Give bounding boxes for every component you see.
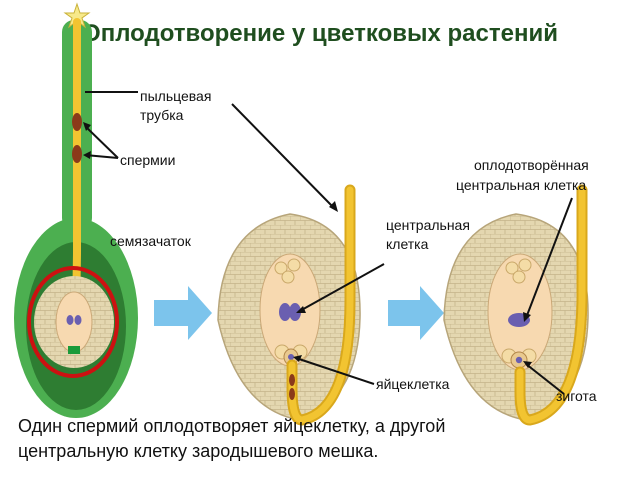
pointer-lines [84, 91, 573, 395]
pointer-arrowheads [83, 122, 532, 368]
sperm-lower [72, 145, 82, 163]
label-fertilized-central-2: центральная клетка [456, 177, 586, 193]
label-zygote: зигота [556, 388, 597, 404]
caption-line-1: Один спермий оплодотворяет яйцеклетку, а… [18, 416, 446, 436]
caption-line-2: центральную клетку зародышевого мешка. [18, 441, 379, 461]
sperm-upper [72, 113, 82, 131]
ovule-highlight-ring [27, 266, 119, 378]
label-ovule: семязачаток [110, 233, 192, 249]
label-fertilized-central-1: оплодотворённая [474, 157, 589, 173]
ovule-right [443, 184, 589, 426]
caption: Один спермий оплодотворяет яйцеклетку, а… [18, 414, 618, 464]
central-cell-nucleus-a [279, 303, 291, 321]
ovule-middle [217, 184, 361, 426]
right-arrow-icon [388, 286, 444, 340]
label-central-cell-2: клетка [386, 236, 429, 252]
right-arrow-icon [154, 286, 212, 340]
label-egg-cell: яйцеклетка [376, 376, 450, 392]
label-sperms: спермии [120, 152, 175, 168]
pistil [14, 2, 138, 418]
label-pollen-tube-2: трубка [140, 107, 184, 123]
label-pollen-tube-1: пыльцевая [140, 88, 211, 104]
label-central-cell-1: центральная [386, 217, 470, 233]
central-cell-nucleus-b [289, 303, 301, 321]
embryo-sac-left [55, 291, 93, 353]
slide-title: Оплодотворение у цветковых растений [82, 20, 558, 47]
